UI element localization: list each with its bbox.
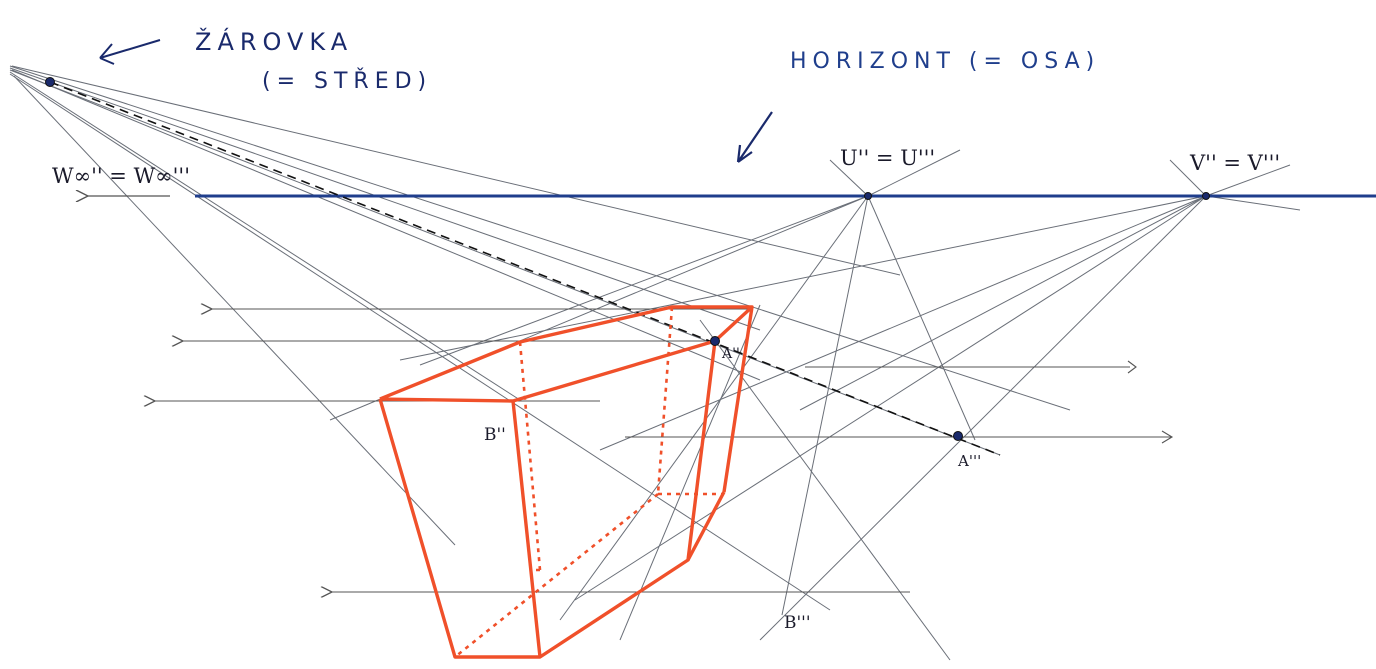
prism-hidden-edges	[454, 306, 724, 659]
lamp-rays	[9, 65, 1071, 611]
u-label: U'' = U'''	[840, 146, 935, 170]
shadow-ray-dashed	[49, 81, 1001, 456]
lamp-label: ŽÁROVKA	[195, 27, 353, 56]
horizon-annotation: HORIZONT (= OSA)	[736, 49, 1100, 163]
lamp-annotation: ŽÁROVKA (= STŘED)	[99, 27, 432, 94]
a2-label: A''	[721, 346, 740, 362]
a3-label: A'''	[957, 452, 981, 470]
point-a2-marker	[710, 336, 720, 346]
point-a3-marker	[953, 431, 963, 441]
lamp-arrow-icon	[99, 39, 161, 65]
w-infinity-label: W∞'' = W∞'''	[52, 164, 190, 188]
b3-label: B'''	[784, 613, 811, 633]
horizon-label: HORIZONT (= OSA)	[790, 49, 1100, 74]
b2-label: B''	[484, 425, 506, 445]
horizon-arrow-icon	[736, 111, 773, 163]
point-v-marker	[1202, 192, 1210, 200]
lamp-point	[45, 77, 55, 87]
point-markers	[45, 77, 1210, 441]
vanishing-rays	[329, 149, 1301, 661]
lamp-sublabel: (= STŘED)	[262, 68, 432, 94]
prism-solid-edges	[378, 305, 754, 659]
point-u-marker	[864, 192, 872, 200]
parallel-lines	[155, 309, 1174, 592]
v-label: V'' = V'''	[1189, 151, 1280, 175]
